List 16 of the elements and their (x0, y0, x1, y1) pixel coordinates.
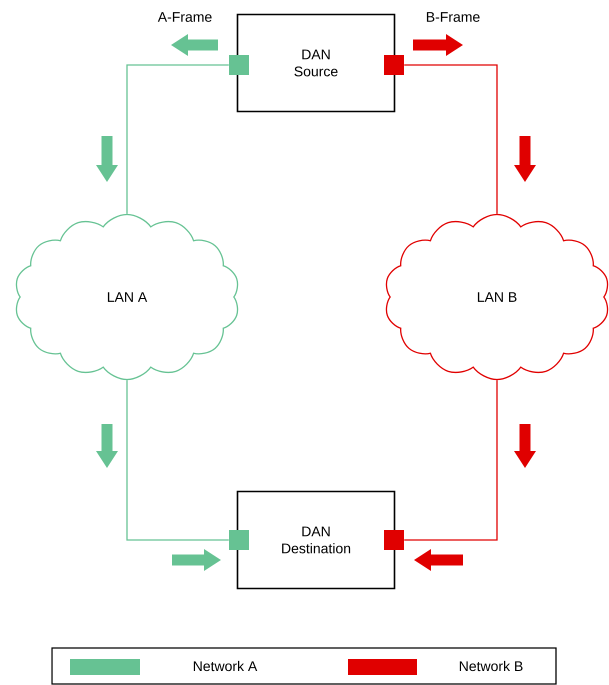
network-cloud: LAN B (386, 214, 608, 380)
port-square (384, 530, 404, 550)
connection-line (126, 64, 229, 214)
port-square (384, 55, 404, 75)
port-square (229, 530, 249, 550)
connection-line (404, 380, 498, 541)
device-box: DAN Destination (236, 490, 396, 590)
device-box: DAN Source (236, 14, 396, 112)
network-cloud: LAN A (16, 214, 238, 380)
legend-text: Network A (194, 660, 258, 672)
connection-line (126, 380, 229, 541)
port-square (229, 55, 249, 75)
frame-label: A-Frame (158, 12, 212, 22)
frame-label: B-Frame (426, 12, 480, 22)
legend-text: Network B (460, 660, 523, 672)
connection-line (404, 64, 498, 214)
